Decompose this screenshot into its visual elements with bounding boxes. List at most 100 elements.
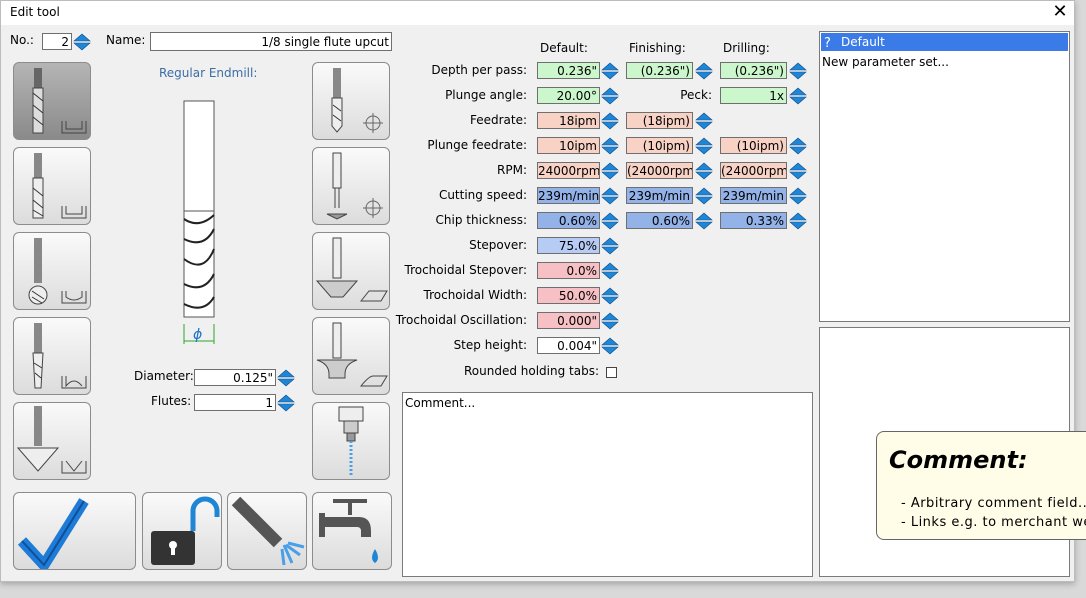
laser-icon <box>338 406 364 475</box>
cutting-speed-default-spinner[interactable] <box>601 187 619 205</box>
tool-type-chamfer-button[interactable] <box>312 232 390 310</box>
feedrate-default-spinner[interactable] <box>601 112 619 130</box>
column-finishing-header: Finishing: <box>629 41 686 55</box>
rpm-default-spinner[interactable] <box>601 162 619 180</box>
new-parameter-set-item[interactable]: New parameter set... <box>822 55 949 69</box>
plunge-feedrate-finishing[interactable]: (10ipm) <box>626 137 693 154</box>
coolant-button[interactable] <box>227 492 307 570</box>
spinner-arrows-icon <box>695 212 713 230</box>
trochoidal-stepover-default[interactable]: 0.0% <box>537 262 600 279</box>
rpm-drilling-spinner[interactable] <box>789 162 807 180</box>
spinner-arrows-icon <box>601 112 619 130</box>
depth-per-pass-default-spinner[interactable] <box>601 62 619 80</box>
window-title: Edit tool <box>10 5 60 19</box>
spinner-arrows-icon <box>601 137 619 155</box>
tool-type-laser-button[interactable] <box>312 402 390 480</box>
stepover-default[interactable]: 75.0% <box>537 237 600 254</box>
rounded-tabs-checkbox[interactable] <box>606 367 617 378</box>
tool-number-spinner[interactable] <box>73 33 91 51</box>
depth-per-pass-finishing[interactable]: (0.236") <box>626 62 693 79</box>
feedrate-finishing[interactable]: (18ipm) <box>626 112 693 129</box>
plunge-feedrate-drilling-spinner[interactable] <box>789 137 807 155</box>
trochoidal-width-default-spinner[interactable] <box>601 287 619 305</box>
tool-type-drill-button[interactable] <box>312 62 390 140</box>
plunge-angle-default-spinner[interactable] <box>601 87 619 105</box>
spinner-arrows-icon <box>73 33 91 51</box>
depth-per-pass-default[interactable]: 0.236" <box>537 62 600 79</box>
plunge-feedrate-label: Plunge feedrate: <box>427 138 527 152</box>
cutting-speed-drilling[interactable]: 239m/min <box>720 187 787 204</box>
chip-thickness-finishing-spinner[interactable] <box>695 212 713 230</box>
plunge-angle-label: Plunge angle: <box>445 88 527 102</box>
rpm-finishing[interactable]: (24000rpm) <box>626 162 693 179</box>
endmill-diagram: ϕ <box>183 100 215 344</box>
chip-thickness-drilling-spinner[interactable] <box>789 212 807 230</box>
cutting-speed-drilling-spinner[interactable] <box>789 187 807 205</box>
chip-thickness-default[interactable]: 0.60% <box>537 212 600 229</box>
peck-drilling[interactable]: 1x <box>720 87 787 104</box>
step-height-default-spinner[interactable] <box>601 337 619 355</box>
spinner-arrows-icon <box>695 137 713 155</box>
plunge-feedrate-default-spinner[interactable] <box>601 137 619 155</box>
depth-per-pass-finishing-spinner[interactable] <box>695 62 713 80</box>
peck-drilling-spinner[interactable] <box>789 87 807 105</box>
tool-number-field[interactable]: 2 <box>42 33 72 50</box>
plunge-feedrate-drilling[interactable]: (10ipm) <box>720 137 787 154</box>
cutting-speed-finishing-spinner[interactable] <box>695 187 713 205</box>
depth-per-pass-drilling-spinner[interactable] <box>789 62 807 80</box>
chip-thickness-finishing[interactable]: 0.60% <box>626 212 693 229</box>
depth-per-pass-label: Depth per pass: <box>431 63 527 77</box>
comment-placeholder: Comment... <box>405 396 476 410</box>
rpm-finishing-spinner[interactable] <box>695 162 713 180</box>
tool-type-roundover-button[interactable] <box>312 317 390 395</box>
spinner-arrows-icon <box>601 212 619 230</box>
svg-text:ϕ: ϕ <box>193 327 202 343</box>
tool-type-ballnose-flat-button[interactable] <box>13 147 91 225</box>
flutes-field[interactable]: 1 <box>194 394 276 411</box>
tooltip-title: Comment: <box>889 446 1028 474</box>
spinner-arrows-icon <box>789 137 807 155</box>
step-height-default[interactable]: 0.004" <box>537 337 600 354</box>
tool-name-field[interactable]: 1/8 single flute upcut <box>150 32 392 51</box>
rpm-drilling[interactable]: (24000rpm) <box>720 162 787 179</box>
rpm-default[interactable]: 24000rpm <box>537 162 600 179</box>
unlock-button[interactable] <box>142 492 222 570</box>
plunge-feedrate-default[interactable]: 10ipm <box>537 137 600 154</box>
diameter-spinner[interactable] <box>277 369 295 387</box>
spinner-arrows-icon <box>277 369 295 387</box>
spinner-arrows-icon <box>601 287 619 305</box>
flutes-spinner[interactable] <box>277 394 295 412</box>
trochoidal-width-default[interactable]: 50.0% <box>537 287 600 304</box>
flutes-label: Flutes: <box>151 394 192 408</box>
spinner-arrows-icon <box>695 62 713 80</box>
parameter-set-default-item[interactable]: ? Default <box>821 33 1068 51</box>
water-tap-button[interactable] <box>312 492 392 570</box>
tooltip-line-2: - Links e.g. to merchant we <box>901 515 1086 530</box>
ok-button[interactable] <box>13 492 136 571</box>
trochoidal-stepover-default-spinner[interactable] <box>601 262 619 280</box>
spinner-arrows-icon <box>277 394 295 412</box>
tool-type-tapered-button[interactable] <box>13 317 91 395</box>
chip-thickness-default-spinner[interactable] <box>601 212 619 230</box>
trochoidal-oscillation-default-spinner[interactable] <box>601 312 619 330</box>
tool-type-vbit-button[interactable] <box>13 402 91 480</box>
trochoidal-oscillation-label: Trochoidal Oscillation: <box>395 313 527 327</box>
comment-textarea[interactable]: Comment... <box>402 392 813 577</box>
cutting-speed-finishing[interactable]: 239m/min <box>626 187 693 204</box>
tool-type-ballnose-button[interactable] <box>13 232 91 310</box>
feedrate-default[interactable]: 18ipm <box>537 112 600 129</box>
tool-type-endmill-button[interactable] <box>13 62 91 140</box>
diameter-field[interactable]: 0.125" <box>194 369 276 386</box>
plunge-angle-default[interactable]: 20.00° <box>537 87 600 104</box>
cutting-speed-default[interactable]: 239m/min <box>537 187 600 204</box>
spinner-arrows-icon <box>601 237 619 255</box>
tool-type-spot-drill-button[interactable] <box>312 147 390 225</box>
feedrate-finishing-spinner[interactable] <box>695 112 713 130</box>
depth-per-pass-drilling[interactable]: (0.236") <box>720 62 787 79</box>
trochoidal-oscillation-default[interactable]: 0.000" <box>537 312 600 329</box>
stepover-default-spinner[interactable] <box>601 237 619 255</box>
spot-drill-icon <box>326 152 383 220</box>
close-button[interactable]: ✕ <box>1049 1 1071 23</box>
chip-thickness-drilling[interactable]: 0.33% <box>720 212 787 229</box>
plunge-feedrate-finishing-spinner[interactable] <box>695 137 713 155</box>
